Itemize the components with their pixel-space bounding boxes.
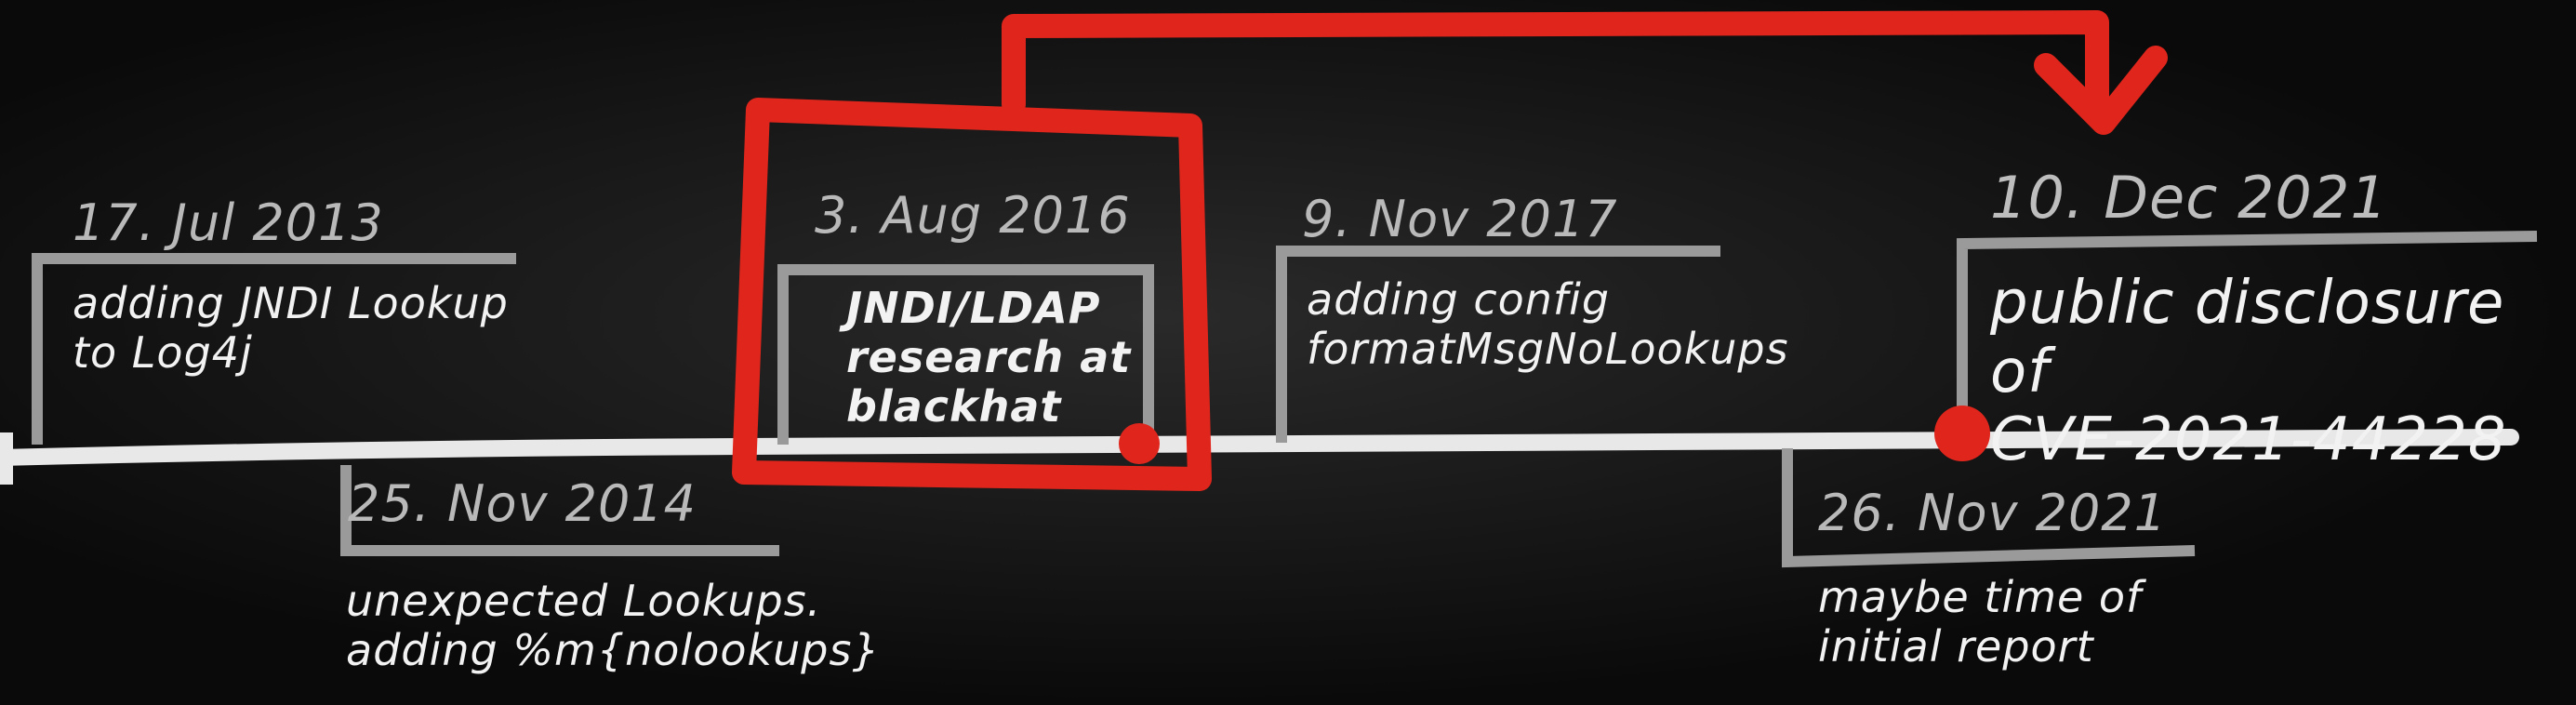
highlight-corner-dot	[1119, 423, 1160, 464]
event-date-nov-2021: 26. Nov 2021	[1818, 484, 2168, 542]
event-box-dec-2021	[1957, 231, 2538, 430]
arrow-head-icon	[2034, 46, 2168, 135]
event-date-2016: 3. Aug 2016	[815, 186, 1131, 245]
event-date-2013: 17. Jul 2013	[73, 193, 384, 252]
event-box-2013	[32, 253, 516, 445]
event-text-2016: JNDI/LDAP research at blackhat	[846, 283, 1132, 432]
event-text-2014: unexpected Lookups. adding %m{nolookups}	[346, 576, 881, 675]
event-date-2017: 9. Nov 2017	[1302, 190, 1618, 248]
event-text-2017: adding config formatMsgNoLookups	[1307, 274, 1789, 374]
highlight-box	[732, 98, 1212, 491]
event-text-dec-2021: public disclosure of CVE-2021-44228	[1990, 269, 2507, 475]
event-text-nov-2021: maybe time of initial report	[1818, 572, 2143, 672]
event-date-dec-2021: 10. Dec 2021	[1990, 164, 2388, 232]
highlight-arrow	[1002, 10, 2109, 122]
event-date-2014: 25. Nov 2014	[348, 474, 697, 533]
event-marker-dot	[1934, 406, 1990, 461]
event-box-nov-2021	[1782, 448, 2196, 568]
event-box-2016	[777, 264, 1154, 445]
event-box-2017	[1276, 246, 1720, 443]
timeline-start-tick	[0, 432, 13, 485]
event-box-2014	[340, 465, 779, 556]
event-text-2013: adding JNDI Lookup to Log4j	[73, 278, 509, 378]
